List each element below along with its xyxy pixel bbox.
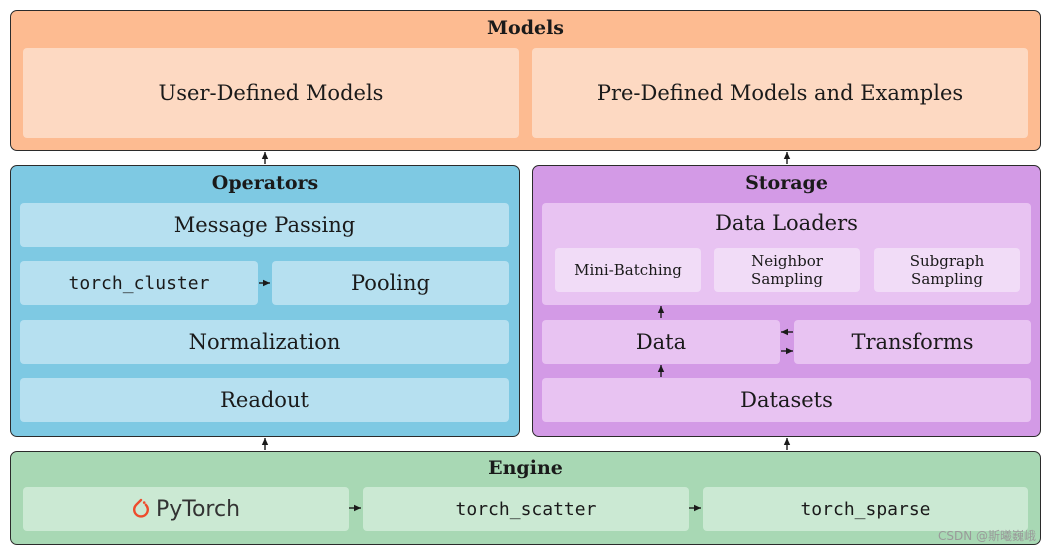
neighbor-sampling-box: Neighbor Sampling [714, 248, 860, 292]
pre-defined-models-box: Pre-Defined Models and Examples [532, 48, 1028, 138]
transforms-box: Transforms [794, 320, 1031, 364]
pytorch-logo: PyTorch [132, 497, 240, 522]
readout-box: Readout [20, 378, 509, 422]
normalization-box: Normalization [20, 320, 509, 364]
data-loaders-label: Data Loaders [715, 211, 858, 235]
user-defined-models-box: User-Defined Models [23, 48, 519, 138]
data-box: Data [542, 320, 780, 364]
models-title: Models [487, 17, 564, 39]
subgraph-sampling-box: Subgraph Sampling [874, 248, 1020, 292]
operators-panel: Operators Message Passing torch_cluster … [10, 165, 520, 437]
pytorch-flame-icon [133, 498, 149, 518]
models-panel: Models User-Defined Models Pre-Defined M… [10, 10, 1041, 151]
torch-cluster-box: torch_cluster [20, 261, 258, 305]
pooling-box: Pooling [272, 261, 509, 305]
storage-title: Storage [745, 172, 828, 194]
torch-scatter-box: torch_scatter [363, 487, 689, 531]
mini-batching-box: Mini-Batching [555, 248, 701, 292]
storage-panel: Storage Data Loaders Mini-Batching Neigh… [532, 165, 1041, 437]
watermark-text: CSDN @斯曦巍峨 [937, 529, 1036, 543]
pytorch-label: PyTorch [155, 496, 241, 522]
message-passing-box: Message Passing [20, 203, 509, 247]
engine-title: Engine [488, 457, 563, 479]
engine-panel: Engine PyTorch torch_scatter torch_spars… [10, 451, 1041, 545]
pytorch-box: PyTorch [23, 487, 349, 531]
datasets-box: Datasets [542, 378, 1031, 422]
torch-sparse-box: torch_sparse [703, 487, 1028, 531]
operators-title: Operators [211, 172, 319, 194]
